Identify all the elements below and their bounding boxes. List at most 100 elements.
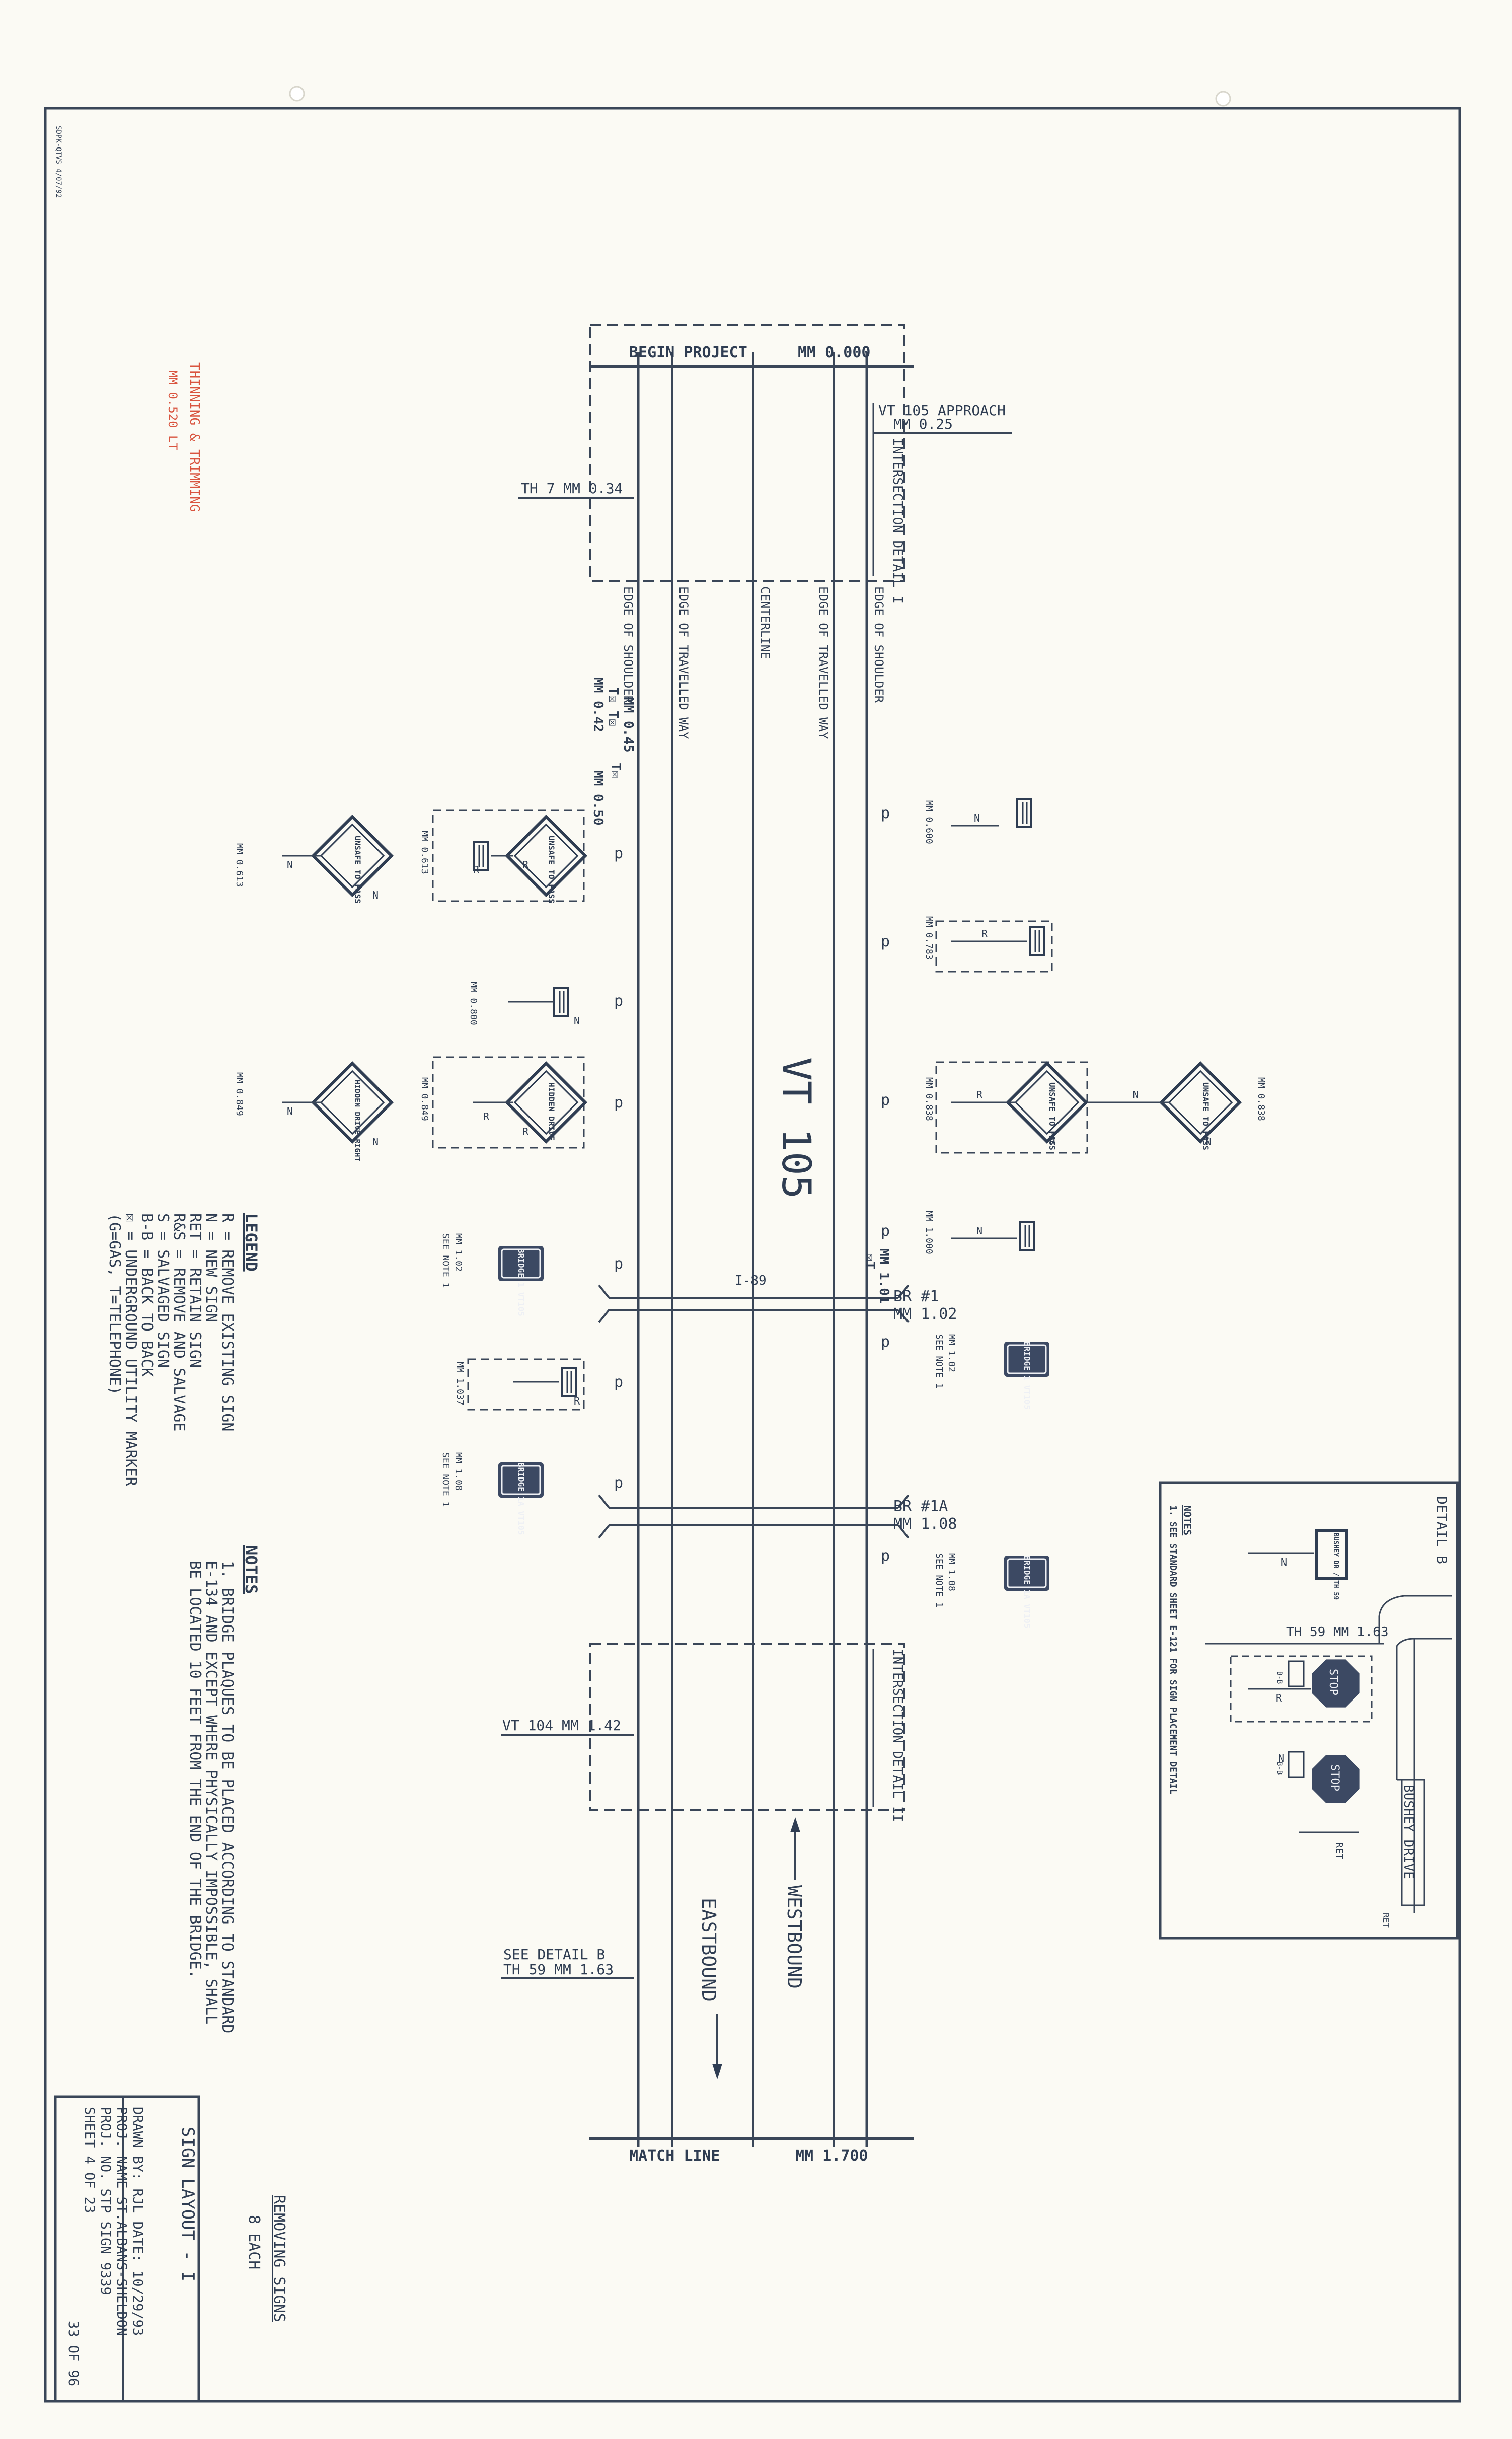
svg-text:N: N: [1205, 1136, 1212, 1148]
callouts: VT 105 APPROACH MM 0.25 INTERSECTION DET…: [501, 402, 1012, 1979]
svg-text:R: R: [483, 1111, 490, 1123]
br1a-mm: MM 1.08: [893, 1515, 957, 1533]
svg-text:N: N: [1278, 1752, 1284, 1764]
street-name-sign: [1315, 1529, 1348, 1580]
svg-text:UNSAFE TO PASS: UNSAFE TO PASS: [547, 836, 556, 904]
utility-marker-tt: T☒ T☒: [606, 687, 621, 726]
legend-line: R&S = REMOVE AND SALVAGE: [170, 1213, 188, 1431]
begin-project-mm: MM 0.000: [798, 344, 871, 361]
detail-b-notes-title: NOTES: [1181, 1505, 1193, 1535]
roadway: BEGIN PROJECT MM 0.000 MATCH LINE MM 1.7…: [589, 324, 957, 2165]
svg-text:R: R: [522, 1126, 529, 1138]
svg-text:UNSAFE TO PASS: UNSAFE TO PASS: [1047, 1082, 1057, 1150]
signs-right: N p MM 0.600 R p MM 0.783 UNSAFE TO PASS…: [881, 798, 1266, 1629]
intersection-detail-i: INTERSECTION DETAIL I: [890, 438, 905, 604]
svg-text:R: R: [522, 859, 529, 871]
svg-text:R: R: [981, 928, 988, 940]
small-plate-0600: [1016, 798, 1032, 828]
detail-b-title: DETAIL B: [1433, 1496, 1450, 1564]
svg-text:p: p: [614, 1474, 623, 1492]
br1-mm: MM 1.02: [893, 1305, 957, 1323]
svg-text:SEE NOTE 1: SEE NOTE 1: [440, 1452, 451, 1507]
legend-line: (G=GAS, T=TELEPHONE): [106, 1213, 123, 1395]
title-block-drawn: DRAWN BY: RJL DATE: 10/29/93: [130, 2107, 145, 2336]
svg-text:R: R: [976, 1089, 983, 1101]
svg-text:p: p: [614, 1094, 623, 1112]
bridge-1: I-89 BR #1 MM 1.02: [598, 1273, 957, 1323]
svg-text:p: p: [881, 1333, 890, 1351]
mm-0838-label-a: MM 0.838: [924, 1077, 934, 1121]
svg-text:R: R: [574, 1395, 580, 1407]
mm-1000-label: MM 1.000: [924, 1211, 934, 1254]
utility-marker-mm050: MM 0.50: [590, 770, 606, 826]
detail-b-note: 1. SEE STANDARD SHEET E-121 FOR SIGN PLA…: [1168, 1505, 1178, 1795]
vt105-approach-mm: MM 0.25: [893, 416, 953, 432]
stop-sign-new: STOP: [1312, 1755, 1360, 1803]
title-block: SIGN LAYOUT - I DRAWN BY: RJL DATE: 10/2…: [54, 2095, 200, 2403]
vt105-approach: VT 105 APPROACH: [878, 402, 1006, 419]
svg-text:B-B: B-B: [1275, 1671, 1283, 1684]
label-edge-of-shoulder-left: EDGE OF SHOULDER: [621, 586, 635, 703]
legend-line: B-B = BACK TO BACK: [138, 1213, 156, 1377]
label-centerline: CENTERLINE: [758, 586, 772, 659]
svg-text:p: p: [881, 1547, 890, 1565]
br1a-label: BR #1A: [893, 1498, 948, 1515]
title-block-proj-no: PROJ. NO. STP SIGN 9339: [98, 2107, 113, 2295]
svg-text:p: p: [614, 845, 623, 862]
intersection-detail-i-box: [589, 324, 905, 582]
svg-text:p: p: [881, 933, 890, 950]
legend-line: ☒ = UNDERGROUND UTILITY MARKER: [122, 1213, 139, 1487]
punch-hole: [289, 86, 305, 102]
removing-signs-title: REMOVING SIGNS: [270, 2195, 288, 2322]
svg-text:N: N: [574, 1015, 580, 1027]
legend-line: N = NEW SIGN: [202, 1213, 220, 1322]
hand-note-sub: MM 0.520 LT: [166, 370, 180, 450]
vt104-label: VT 104 MM 1.42: [502, 1717, 621, 1734]
th7-label: TH 7 MM 0.34: [521, 480, 623, 497]
label-edge-of-travelled-way-right: EDGE OF TRAVELLED WAY: [816, 586, 830, 740]
svg-text:SEE NOTE 1: SEE NOTE 1: [440, 1233, 451, 1288]
svg-text:N: N: [976, 1225, 982, 1237]
svg-text:STOP: STOP: [1328, 1764, 1341, 1791]
bb-plate-2: [1288, 1751, 1305, 1778]
svg-text:BRIDGE 1 VT105: BRIDGE 1 VT105: [1022, 1342, 1032, 1410]
legend: LEGEND R = REMOVE EXISTING SIGN N = NEW …: [106, 1213, 261, 1487]
bb-plate-1: [1288, 1660, 1305, 1687]
see-detail-b: SEE DETAIL B: [503, 1946, 605, 1963]
legend-line: S = SALVAGED SIGN: [154, 1213, 172, 1368]
removing-signs: REMOVING SIGNS 8 EACH: [245, 2195, 288, 2322]
notes-line: BE LOCATED 10 FEET FROM THE END OF THE B…: [186, 1561, 204, 1979]
bushey-drive-label: BUSHEY DRIVE: [1401, 1785, 1416, 1879]
notes-line: 1. BRIDGE PLAQUES TO BE PLACED ACCORDING…: [218, 1561, 236, 2033]
legend-line: RET = RETAIN SIGN: [186, 1213, 204, 1368]
mm-0838-label-b: MM 0.838: [1256, 1077, 1266, 1121]
signs-left: UNSAFE TO PASS R R p MM 0.613 UNSAFE TO …: [234, 809, 623, 1535]
match-line-mm: MM 1.700: [795, 2147, 868, 2165]
svg-text:p: p: [614, 992, 623, 1010]
svg-text:RET: RET: [1381, 1913, 1391, 1928]
mm-1037-label: MM 1.037: [455, 1362, 465, 1406]
svg-text:BRIDGE 1 VT105: BRIDGE 1 VT105: [516, 1248, 526, 1316]
svg-text:SEE NOTE 1: SEE NOTE 1: [934, 1334, 944, 1388]
th59-label: TH 59 MM 1.63: [503, 1961, 614, 1978]
detail-b: DETAIL B NOTES 1. SEE STANDARD SHEET E-1…: [1159, 1481, 1459, 1940]
mm-108-label-left: MM 1.08: [453, 1452, 464, 1491]
svg-text:SEE NOTE 1: SEE NOTE 1: [934, 1553, 944, 1607]
svg-text:p: p: [881, 804, 890, 822]
i89-label: I-89: [735, 1273, 767, 1288]
intersection-detail-ii: INTERSECTION DETAIL II: [890, 1649, 905, 1822]
small-plate-1000: [1019, 1221, 1035, 1251]
utility-marker-mm045: MM 0.45: [621, 697, 636, 753]
small-plate-1037: [561, 1367, 577, 1397]
legend-line: R = REMOVE EXISTING SIGN: [218, 1213, 236, 1431]
route-label: VT 105: [773, 1057, 818, 1199]
svg-text:N: N: [1132, 1089, 1139, 1101]
sheet-border: [44, 107, 1461, 2403]
utility-marker-mm101: MM 1.01: [876, 1248, 891, 1304]
mm-0600-label: MM 0.600: [924, 800, 934, 844]
svg-text:R: R: [1049, 1136, 1056, 1148]
utility-marker-t2: ☒T: [862, 1253, 877, 1269]
svg-text:p: p: [614, 1373, 623, 1391]
legend-title: LEGEND: [242, 1213, 261, 1272]
svg-text:BRIDGE 1A VT105: BRIDGE 1A VT105: [1022, 1556, 1032, 1629]
